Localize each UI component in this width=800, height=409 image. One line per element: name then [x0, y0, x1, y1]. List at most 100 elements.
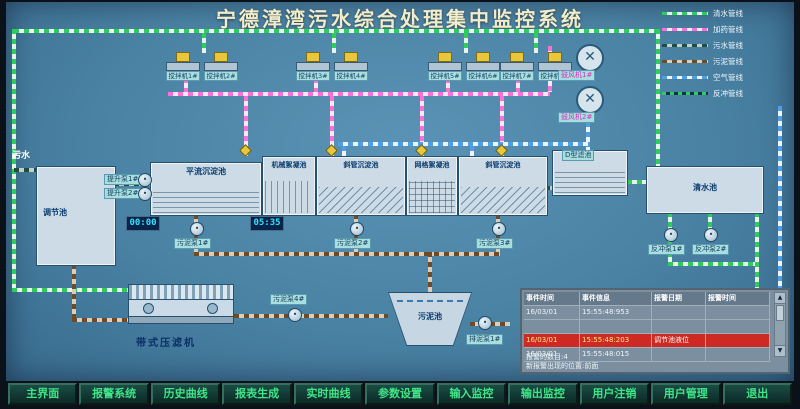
mixer-label: 搅拌机2# — [204, 71, 238, 81]
lift-pump-1-icon[interactable]: • — [138, 173, 152, 187]
tank-grid-flocculation: 网格絮凝池 — [406, 156, 458, 216]
pipe-dosing-stub-3 — [446, 78, 450, 92]
pipe-clean-top-main — [14, 29, 660, 33]
alarm-row-cell-active[interactable]: 16/03/01 — [524, 334, 580, 348]
pipe-sludge-to-press — [234, 314, 388, 318]
scroll-up-icon[interactable]: ▲ — [775, 293, 785, 304]
nav-realtime-curve[interactable]: 实时曲线 — [293, 383, 364, 405]
mixer-1[interactable]: 搅拌机1# — [166, 52, 200, 81]
alarm-row-cell[interactable]: 15:55:48:953 — [580, 306, 652, 320]
alarm-row-cell[interactable] — [706, 306, 770, 320]
pipe-sewage-inlet — [14, 168, 40, 172]
mixer-6[interactable]: 搅拌机6# — [466, 52, 500, 81]
alarm-row-cell[interactable] — [706, 320, 770, 334]
pipeline-legend: 清水管线 加药管线 污水管线 污泥管线 空气管线 反冲管线 — [662, 8, 786, 104]
mixer-label: 搅拌机4# — [334, 71, 368, 81]
alarm-col-header: 事件信息 — [580, 292, 652, 306]
legend-row: 污泥管线 — [662, 56, 786, 67]
alarm-position-text: 新报警出现的位置:前面 — [526, 362, 599, 370]
pipe-filter-to-clearwater — [627, 180, 646, 184]
mixer-label: 搅拌机7# — [500, 71, 534, 81]
alarm-col-header: 报警时间 — [706, 292, 770, 306]
alarm-row-cell[interactable] — [580, 320, 652, 334]
pipe-clearwater-pump2 — [708, 212, 712, 240]
nav-user-logout[interactable]: 用户注销 — [579, 383, 650, 405]
blower-1-label: 鼓风机1# — [558, 70, 596, 81]
alarm-col-header: 事件时间 — [524, 292, 580, 306]
pipe-air-header — [338, 142, 588, 146]
alarm-row-cell[interactable] — [706, 348, 770, 362]
nav-output-monitor[interactable]: 输出监控 — [508, 383, 578, 405]
alarm-row-cell-active[interactable]: 调节池液位 — [652, 334, 706, 348]
pipe-dosing-stub-4 — [516, 78, 520, 92]
mud-pump-4-icon[interactable]: • — [288, 308, 302, 322]
tank-inclined-sed-1-label: 斜管沉淀池 — [343, 161, 379, 169]
pipe-dosing-drop-2 — [330, 96, 334, 156]
alarm-row-cell[interactable]: 16/03/01 — [524, 348, 580, 362]
mixer-2[interactable]: 搅拌机2# — [204, 52, 238, 81]
mixer-3[interactable]: 搅拌机3# — [296, 52, 330, 81]
pipe-dosing-drop-4 — [500, 96, 504, 156]
alarm-row-cell[interactable] — [652, 348, 706, 362]
motor-icon — [548, 52, 562, 62]
alarm-row-cell[interactable] — [652, 320, 706, 334]
tank-mechanical-flocculation: 机械絮凝池 — [262, 156, 316, 216]
mud-pump-2-icon[interactable]: • — [350, 222, 364, 236]
alarm-row-cell[interactable] — [652, 306, 706, 320]
roller-icon — [143, 303, 154, 314]
page-title: 宁德漳湾污水综合处理集中监控系统 — [216, 7, 584, 31]
legend-row: 污水管线 — [662, 40, 786, 51]
nav-exit[interactable]: 退出 — [722, 383, 792, 405]
backwash-pump-2-icon[interactable]: • — [704, 228, 718, 242]
pipe-regulation-drain-h — [72, 318, 128, 322]
filter-media-pattern — [555, 168, 625, 193]
alarm-row-cell[interactable]: 15:55:48:015 — [580, 348, 652, 362]
belt-press-label: 带式压滤机 — [136, 338, 196, 349]
tank-clear-water-label: 清水池 — [693, 183, 717, 192]
scroll-thumb[interactable] — [776, 305, 784, 321]
alarm-row-cell-active[interactable]: 15:55:48:203 — [580, 334, 652, 348]
backwash-pump-1-icon[interactable]: • — [664, 228, 678, 242]
nav-input-monitor[interactable]: 输入监控 — [436, 383, 507, 405]
nav-history-curve[interactable]: 历史曲线 — [150, 383, 221, 405]
alarm-panel: 事件时间 事件信息 报警日期 报警时间 16/03/01 15:55:48:95… — [520, 288, 790, 374]
tank-inclined-sedimentation-2: 斜管沉淀池 — [458, 156, 548, 216]
lift-pump-2-icon[interactable]: • — [138, 187, 152, 201]
pipe-regulation-drain-v — [72, 264, 76, 322]
tank-inclined-sedimentation-1: 斜管沉淀池 — [316, 156, 406, 216]
nav-user-manage[interactable]: 用户管理 — [651, 383, 721, 405]
tank-mech-floc-label: 机械絮凝池 — [271, 161, 307, 169]
sewage-pipe-swatch — [662, 44, 708, 47]
backwash-pump-1-label: 反冲泵1# — [648, 244, 686, 255]
nav-report-generate[interactable]: 报表生成 — [222, 383, 292, 405]
scroll-down-icon[interactable]: ▼ — [775, 345, 785, 356]
motor-icon — [476, 52, 490, 62]
lift-pump-1-label: 提升泵1# — [104, 174, 142, 185]
nav-main-screen[interactable]: 主界面 — [8, 383, 78, 405]
mud-pump-1-icon[interactable]: • — [190, 222, 204, 236]
drain-pump-1-icon[interactable]: • — [478, 316, 492, 330]
mixer-7[interactable]: 搅拌机7# — [500, 52, 534, 81]
mixer-5[interactable]: 搅拌机5# — [428, 52, 462, 81]
pipe-air-drop-1 — [342, 146, 346, 156]
alarm-row-cell[interactable]: 16/03/01 — [524, 306, 580, 320]
timer-display-1: 00:00 — [126, 216, 160, 231]
blower-1-icon[interactable]: ✕ — [576, 44, 604, 72]
alarm-row-cell-active[interactable] — [706, 334, 770, 348]
tank-clear-water: 清水池 — [646, 166, 764, 214]
mud-pump-3-icon[interactable]: • — [492, 222, 506, 236]
nav-alarm-system[interactable]: 报警系统 — [79, 383, 149, 405]
mixer-4[interactable]: 搅拌机4# — [334, 52, 368, 81]
alarm-row-cell[interactable] — [524, 320, 580, 334]
bottom-nav-bar: 主界面 报警系统 历史曲线 报表生成 实时曲线 参数设置 输入监控 输出监控 用… — [8, 383, 792, 405]
alarm-scrollbar[interactable]: ▲ ▼ — [774, 292, 786, 357]
blower-2-icon[interactable]: ✕ — [576, 86, 604, 114]
inclined-tube-pattern — [319, 186, 403, 213]
nav-parameter-settings[interactable]: 参数设置 — [365, 383, 435, 405]
mud-pump-4-label: 污泥泵4# — [270, 294, 308, 305]
drain-pump-1-label: 排泥泵1# — [466, 334, 504, 345]
motor-icon — [344, 52, 358, 62]
pipe-dosing-drop-3 — [420, 96, 424, 156]
pipe-air-right-down — [778, 106, 782, 368]
mixer-label: 搅拌机6# — [466, 71, 500, 81]
